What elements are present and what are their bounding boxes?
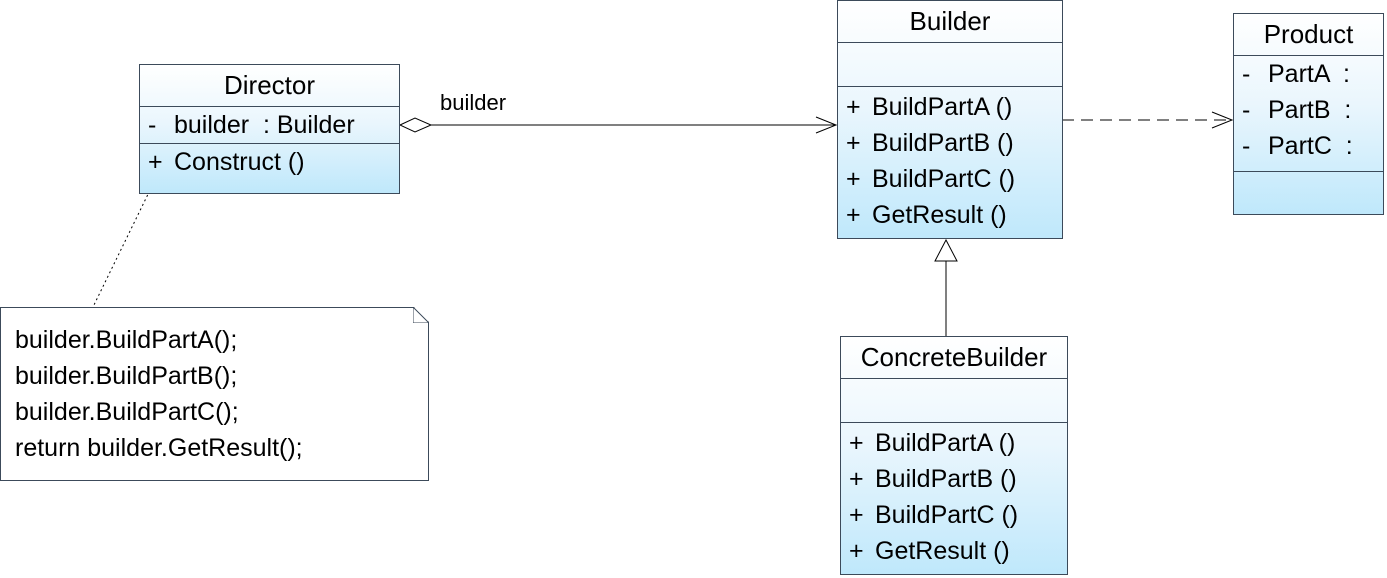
operation-text: BuildPartA (): [872, 93, 1013, 121]
attribute-row: -PartA :: [1234, 56, 1383, 92]
visibility-marker: +: [849, 465, 864, 493]
attribute-text: PartB :: [1268, 96, 1352, 124]
aggregation-diamond: [398, 117, 433, 133]
operations-section: + BuildPartA () + BuildPartB () + BuildPart…: [838, 87, 1062, 233]
class-builder[interactable]: Builder + BuildPartA () + BuildPartB () + B…: [837, 0, 1063, 239]
attribute-text: PartA :: [1268, 60, 1350, 88]
visibility-marker: +: [148, 148, 163, 176]
note-line: return builder.GetResult();: [15, 434, 303, 462]
dependency-arrowhead: [1211, 111, 1234, 129]
class-product[interactable]: Product -PartA : -PartB : -PartC :: [1233, 13, 1384, 215]
attribute-text: PartC :: [1268, 132, 1353, 160]
operation-text: BuildPartA (): [875, 429, 1016, 457]
visibility-marker: +: [849, 501, 864, 529]
operation-row: + BuildPartC (): [838, 161, 1062, 197]
operation-row: + BuildPartA (): [838, 89, 1062, 125]
class-name: Product: [1234, 14, 1383, 56]
attributes-section: -builder : Builder: [140, 107, 399, 144]
attribute-row: -builder : Builder: [140, 107, 399, 143]
class-name: Director: [140, 65, 399, 107]
attribute-row: -PartC :: [1234, 128, 1383, 164]
attribute-row: -PartB :: [1234, 92, 1383, 128]
visibility-marker: +: [846, 201, 861, 229]
operation-row: + GetResult (): [841, 533, 1067, 569]
visibility-marker: +: [846, 93, 861, 121]
operation-row: + BuildPartB (): [838, 125, 1062, 161]
note-line: builder.BuildPartC();: [15, 398, 239, 426]
visibility-marker: -: [148, 111, 157, 139]
visibility-marker: -: [1242, 132, 1251, 160]
operation-text: GetResult (): [875, 537, 1010, 565]
note-line: builder.BuildPartA();: [15, 326, 238, 354]
visibility-marker: +: [849, 537, 864, 565]
operation-text: GetResult (): [872, 201, 1007, 229]
operation-row: + BuildPartB (): [841, 461, 1067, 497]
operation-text: BuildPartC (): [872, 165, 1016, 193]
attribute-text: builder : Builder: [174, 111, 355, 139]
attributes-section: -PartA : -PartB : -PartC :: [1234, 56, 1383, 172]
visibility-marker: +: [846, 165, 861, 193]
attributes-section: [838, 43, 1062, 87]
visibility-marker: -: [1242, 60, 1251, 88]
class-name: ConcreteBuilder: [841, 337, 1067, 379]
class-name: Builder: [838, 1, 1062, 43]
operation-row: + BuildPartC (): [841, 497, 1067, 533]
operation-text: Construct (): [174, 148, 305, 176]
operation-text: BuildPartB (): [875, 465, 1017, 493]
note-anchor-line: [92, 185, 153, 308]
attributes-section: [841, 379, 1067, 423]
note-line: builder.BuildPartB();: [15, 362, 238, 390]
generalization-triangle: [934, 238, 958, 262]
construct-note[interactable]: builder.BuildPartA(); builder.BuildPartB…: [0, 307, 429, 481]
visibility-marker: +: [846, 129, 861, 157]
operation-row: + GetResult (): [838, 197, 1062, 233]
visibility-marker: +: [849, 429, 864, 457]
operation-text: BuildPartC (): [875, 501, 1019, 529]
operation-row: + Construct (): [140, 144, 399, 180]
class-concrete-builder[interactable]: ConcreteBuilder + BuildPartA () + BuildPar…: [840, 336, 1068, 575]
aggregation-arrowhead: [815, 116, 838, 134]
class-director[interactable]: Director -builder : Builder + Construct (…: [139, 64, 400, 194]
operation-text: BuildPartB (): [872, 129, 1014, 157]
visibility-marker: -: [1242, 96, 1251, 124]
operations-section: + Construct (): [140, 144, 399, 180]
aggregation-role-label: builder: [440, 90, 507, 115]
operation-row: + BuildPartA (): [841, 425, 1067, 461]
operations-section: + BuildPartA () + BuildPartB () + BuildPart…: [841, 423, 1067, 569]
note-folded-corner: [413, 307, 429, 323]
